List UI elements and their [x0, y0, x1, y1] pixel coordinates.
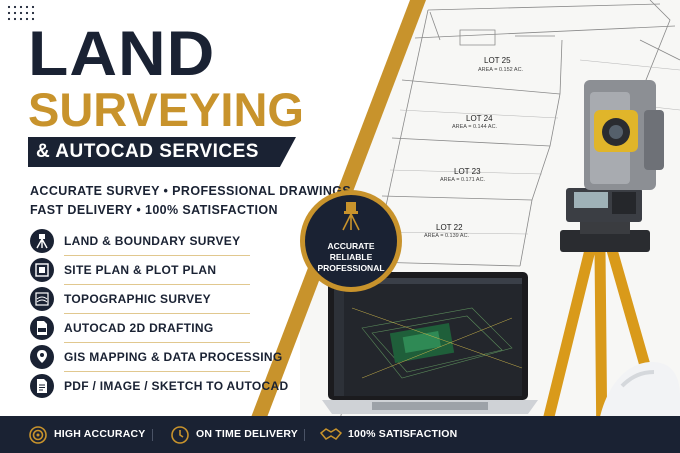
site-plan-icon: [30, 258, 54, 282]
service-autocad-drafting: AUTOCAD 2D DRAFTING: [30, 314, 252, 343]
target-icon: [29, 426, 47, 444]
service-label: SITE PLAN & PLOT PLAN: [64, 263, 217, 277]
map-pin-icon: [30, 345, 54, 369]
service-land-boundary: LAND & BOUNDARY SURVEY: [30, 227, 252, 256]
cad-file-icon: [30, 316, 54, 340]
lot-area-23: AREA = 0.171 AC.: [440, 177, 486, 183]
tagline-2: FAST DELIVERY • 100% SATISFACTION: [30, 203, 278, 217]
lot-label-23: LOT 23: [454, 167, 481, 176]
topographic-map-icon: [30, 287, 54, 311]
service-label: LAND & BOUNDARY SURVEY: [64, 234, 241, 248]
handshake-icon: [320, 428, 342, 440]
total-station-icon: [342, 202, 360, 231]
service-label: GIS MAPPING & DATA PROCESSING: [64, 350, 283, 364]
footer-item-delivery: ON TIME DELIVERY: [170, 416, 310, 453]
subtitle-banner: & AUTOCAD SERVICES: [28, 137, 296, 167]
clock-icon: [171, 426, 189, 444]
service-pdf-to-autocad: PDF / IMAGE / SKETCH TO AUTOCAD: [30, 372, 288, 401]
lot-area-22: AREA = 0.139 AC.: [424, 233, 470, 239]
title-surveying: SURVEYING: [28, 83, 304, 136]
title-land: LAND: [28, 18, 216, 89]
lot-area-24: AREA = 0.144 AC.: [452, 124, 498, 130]
footer-item-accuracy: HIGH ACCURACY: [28, 416, 148, 453]
service-label: TOPOGRAPHIC SURVEY: [64, 292, 211, 306]
service-site-plan: SITE PLAN & PLOT PLAN: [30, 256, 252, 285]
badge-line-3: PROFESSIONAL: [317, 263, 385, 273]
laptop-autocad-screen: [322, 272, 538, 414]
tagline-1: ACCURATE SURVEY • PROFESSIONAL DRAWINGS: [30, 184, 352, 198]
footer-bar: HIGH ACCURACY ON TIME DELIVERY 100% SATI…: [0, 416, 680, 453]
lot-area-25: AREA = 0.152 AC.: [478, 67, 524, 73]
quality-badge: ACCURATE RELIABLE PROFESSIONAL: [300, 190, 402, 292]
document-icon: [30, 374, 54, 398]
footer-label: HIGH ACCURACY: [54, 428, 146, 440]
lot-label-22: LOT 22: [436, 223, 463, 232]
dot-grid-decoration: [7, 5, 35, 21]
footer-item-satisfaction: 100% SATISFACTION: [320, 416, 470, 453]
tripod-icon: [30, 229, 54, 253]
lot-label-25: LOT 25: [484, 56, 511, 65]
lot-label-24: LOT 24: [466, 114, 493, 123]
service-topographic: TOPOGRAPHIC SURVEY: [30, 285, 252, 314]
service-label: PDF / IMAGE / SKETCH TO AUTOCAD: [64, 379, 289, 393]
badge-line-1: ACCURATE: [327, 241, 375, 251]
footer-label: 100% SATISFACTION: [348, 428, 458, 440]
badge-line-2: RELIABLE: [329, 252, 373, 262]
service-label: AUTOCAD 2D DRAFTING: [64, 321, 214, 335]
service-gis-mapping: GIS MAPPING & DATA PROCESSING: [30, 343, 282, 372]
footer-label: ON TIME DELIVERY: [196, 428, 298, 440]
